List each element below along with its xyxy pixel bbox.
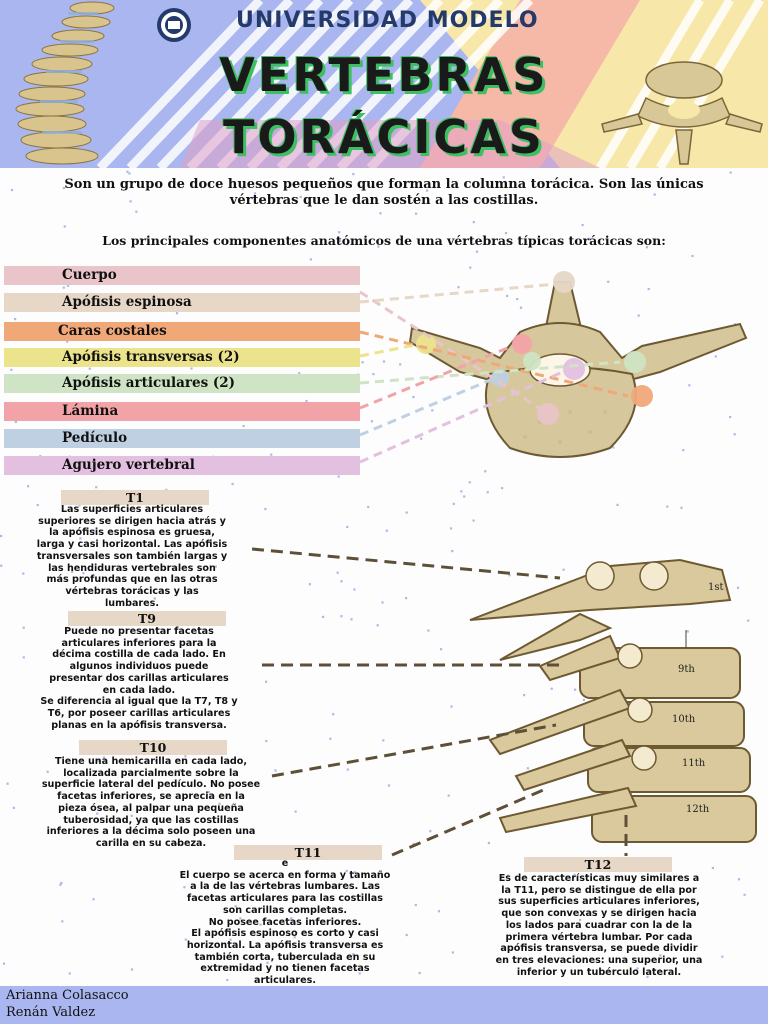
- component-cuerpo: Cuerpo: [4, 266, 360, 285]
- author-2: Renán Valdez: [6, 1005, 96, 1020]
- page-title-line-2: TORÁCICAS: [223, 110, 545, 164]
- marker-cuerpo: [537, 403, 559, 425]
- component-apofisis-espinosa: Apófisis espinosa: [4, 293, 360, 312]
- university-name: UNIVERSIDAD MODELO: [236, 8, 539, 33]
- vertebra-diagram: [408, 271, 748, 458]
- vertebra-top-illustration: [601, 61, 763, 165]
- spine-label-ninth: 9th: [678, 664, 695, 675]
- marker-pediculo: [491, 369, 509, 387]
- component-lamina: Lámina: [4, 402, 360, 421]
- section-title-t10: T10: [79, 740, 227, 755]
- university-seal-logo: [157, 8, 191, 42]
- spine-label-tenth: 10th: [672, 714, 696, 725]
- section-text-t11: e El cuerpo se acerca en forma y tamaño …: [179, 858, 391, 987]
- section-title-t9: T9: [68, 611, 226, 626]
- marker-apofisis-articulares-right: [624, 351, 646, 373]
- marker-apofisis-espinosa: [553, 271, 575, 293]
- spine-label-first: 1st: [708, 582, 724, 593]
- intro-paragraph: Son un grupo de doce huesos pequeños que…: [64, 177, 704, 208]
- page-title-line-1: VERTEBRAS: [219, 48, 549, 102]
- section-text-t12: Es de características muy similares a la…: [495, 873, 703, 978]
- spine-label-eleventh: 11th: [682, 758, 706, 769]
- section-text-t9: Puede no presentar facetas articulares i…: [40, 626, 238, 731]
- section-title-t1: T1: [61, 490, 209, 505]
- marker-caras-costales: [631, 385, 653, 407]
- author-1: Arianna Colasacco: [6, 988, 129, 1003]
- marker-agujero-vertebral: [563, 358, 585, 380]
- components-intro: Los principales componentes anatómicos d…: [102, 233, 666, 248]
- section-title-t11: T11: [234, 845, 382, 860]
- component-apofisis-articulares: Apófisis articulares (2): [4, 374, 360, 393]
- thoracic-spine-diagram: 1st 9th 10th 11th 12th: [469, 558, 757, 843]
- marker-lamina: [512, 334, 532, 354]
- spine-illustration: [15, 1, 115, 165]
- section-text-t1: Las superficies articulares superiores s…: [36, 504, 228, 609]
- component-apofisis-transversas: Apófisis transversas (2): [4, 348, 360, 367]
- footer: Arianna Colasacco Renán Valdez: [0, 986, 768, 1024]
- component-agujero-vertebral: Agujero vertebral: [4, 456, 360, 475]
- header: UNIVERSIDAD MODELO VERTEBRAS TORÁCICAS: [0, 0, 768, 168]
- spine-label-twelfth: 12th: [686, 804, 710, 815]
- component-caras-costales: Caras costales: [4, 322, 360, 341]
- section-text-t10: Tiene una hemicarilla en cada lado, loca…: [41, 756, 261, 849]
- marker-apofisis-articulares: [523, 352, 541, 370]
- marker-apofisis-transversas: [416, 334, 436, 354]
- component-pediculo: Pedículo: [4, 429, 360, 448]
- section-title-t12: T12: [524, 857, 672, 872]
